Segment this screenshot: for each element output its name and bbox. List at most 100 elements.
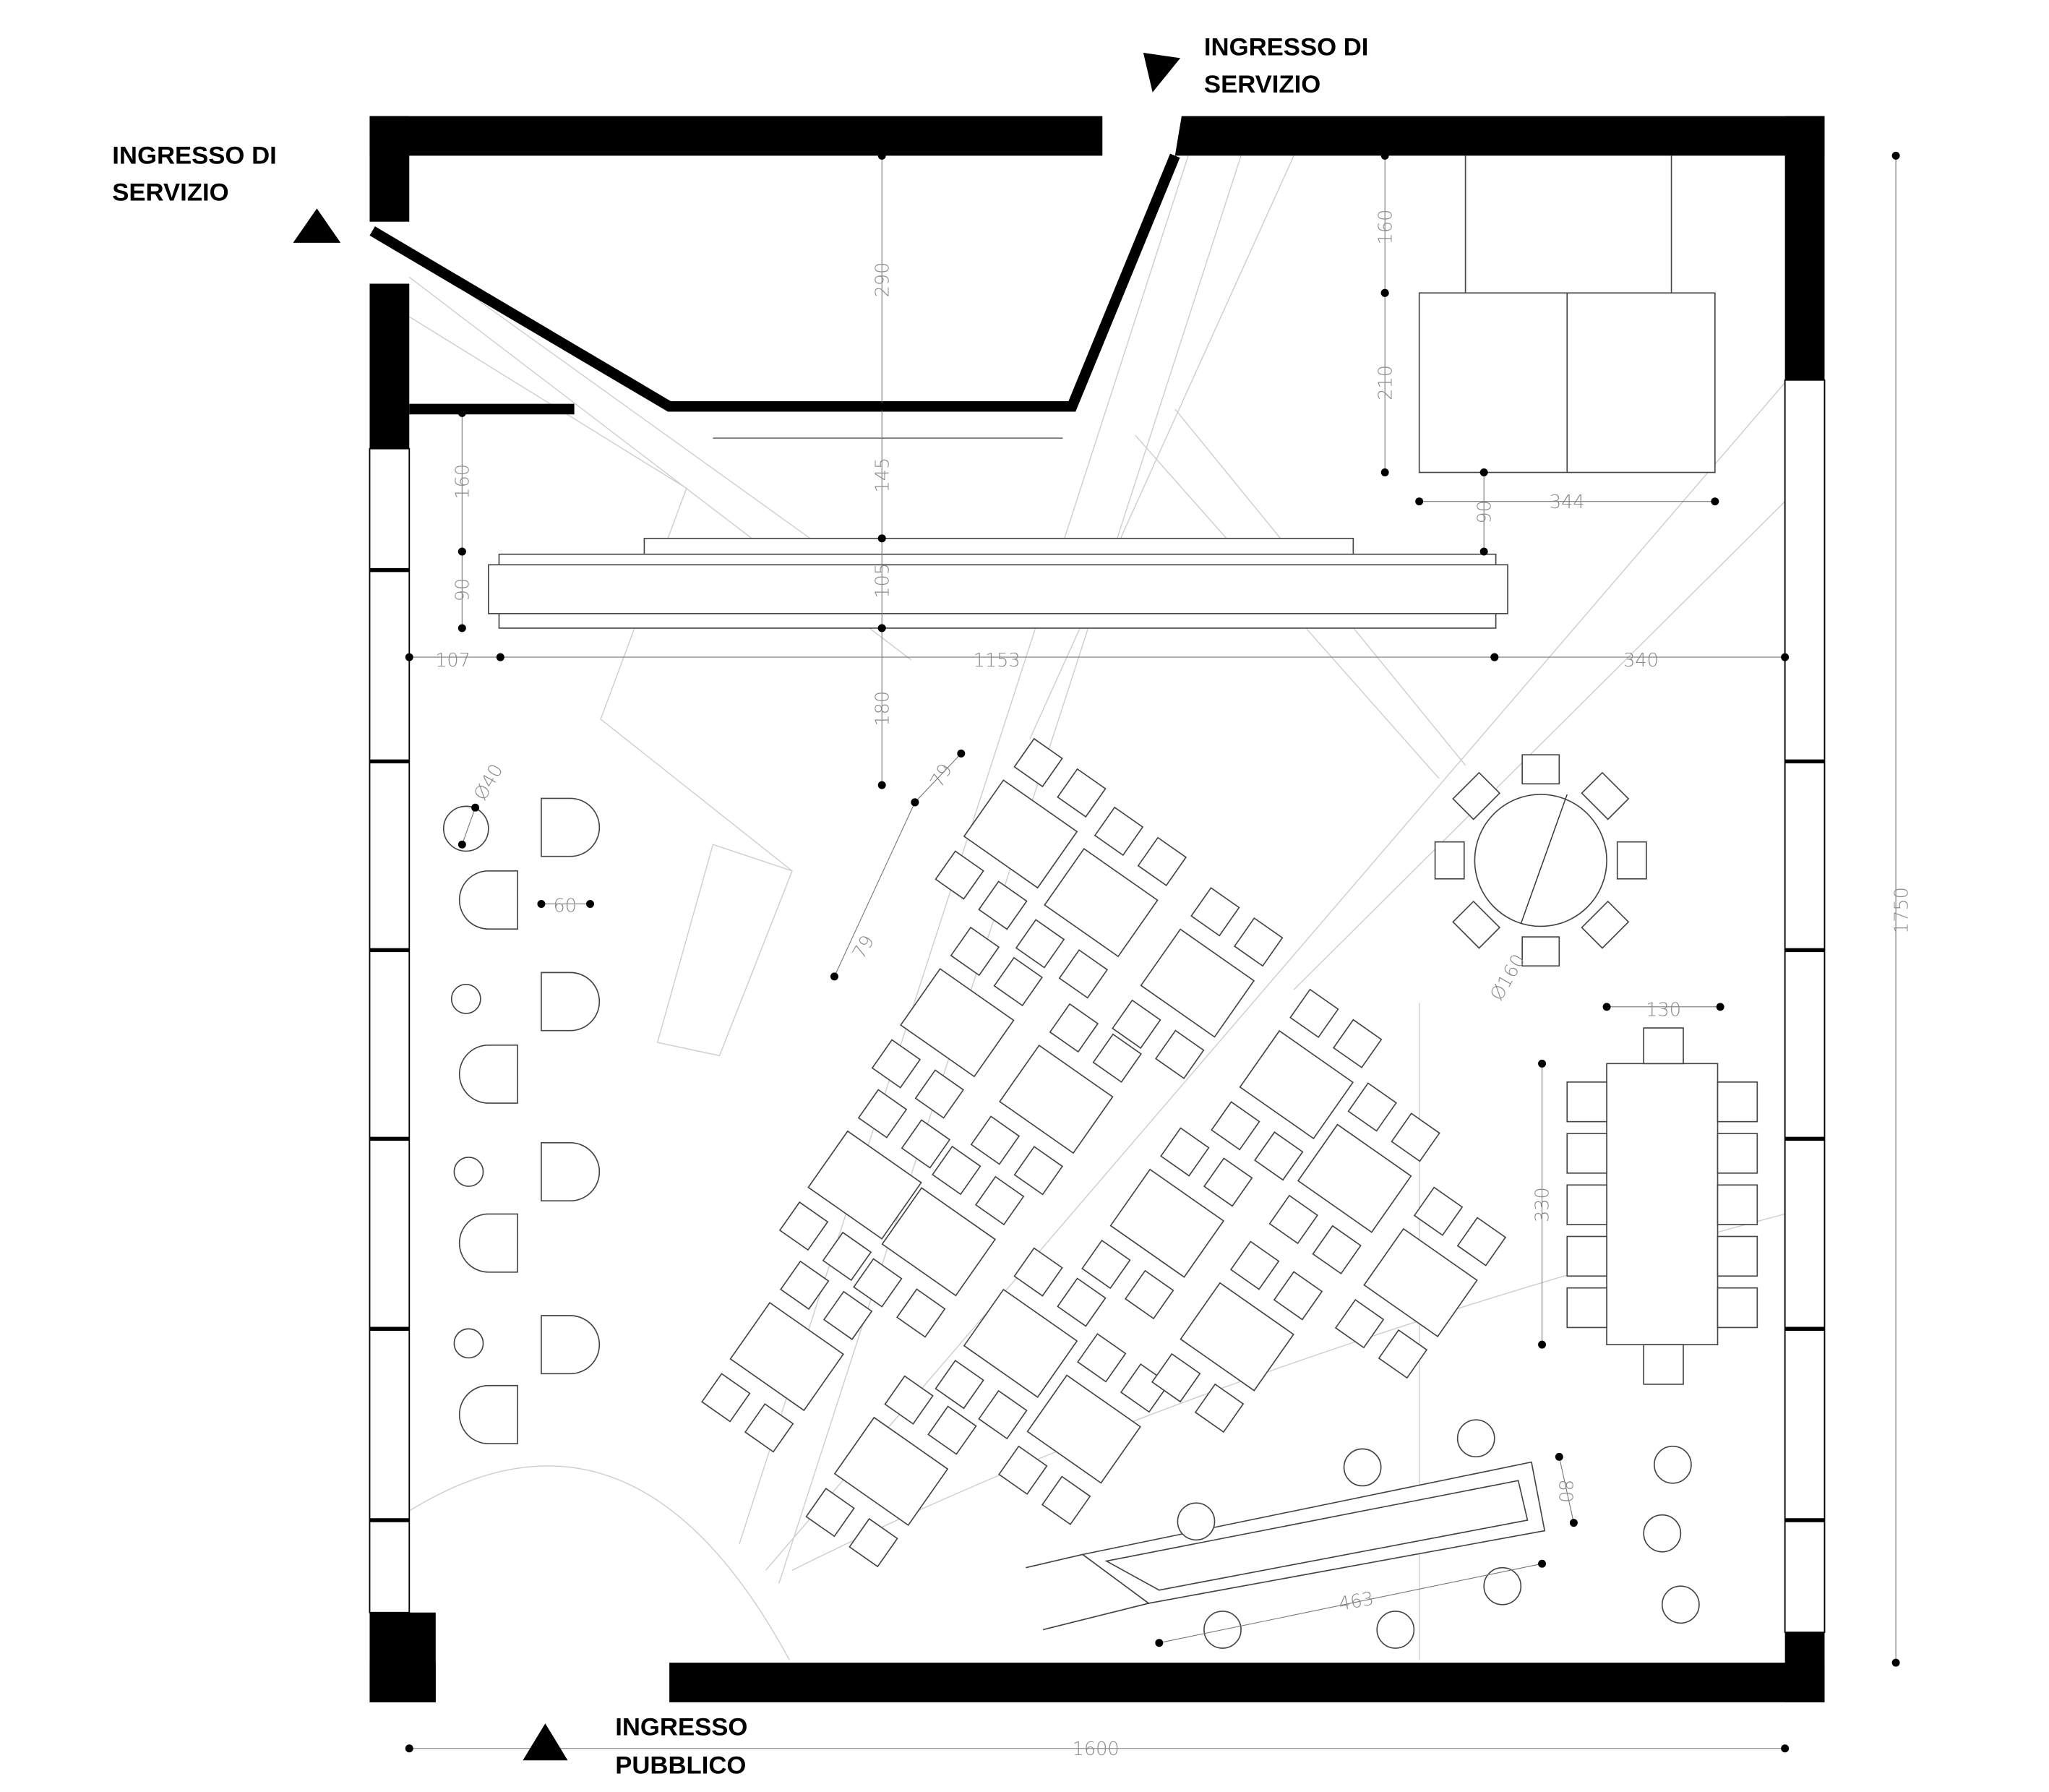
- dim-dot: [496, 653, 504, 661]
- chair-seat: [1521, 936, 1560, 967]
- dim-room-width: 1600: [1073, 1739, 1120, 1760]
- chair: [1112, 999, 1161, 1049]
- dim-dot: [1716, 1003, 1724, 1011]
- table-group: [935, 737, 1107, 930]
- chair: [1013, 1247, 1063, 1297]
- chair: [1081, 1239, 1131, 1290]
- dim-dot: [1415, 497, 1424, 506]
- chair: [1378, 1329, 1428, 1379]
- chair: [978, 880, 1028, 930]
- chair-seat: [1452, 771, 1501, 820]
- dim-dot: [1602, 1003, 1611, 1011]
- stool: [1643, 1514, 1682, 1553]
- chair: [871, 1039, 922, 1089]
- dim-dot: [458, 840, 466, 849]
- chair: [1077, 1333, 1127, 1383]
- chair: [1413, 1186, 1464, 1236]
- label-line: SERVIZIO: [112, 179, 228, 206]
- table-group: [1015, 806, 1187, 999]
- chair: [1347, 1082, 1397, 1132]
- chair: [1332, 1019, 1383, 1068]
- chair: [849, 1517, 898, 1568]
- dim-line: [914, 753, 962, 803]
- dim-stool-chair-width: 60: [554, 895, 577, 917]
- dim-dot: [537, 899, 546, 908]
- table-group: [853, 1145, 1025, 1338]
- table-group: [935, 1247, 1107, 1440]
- chair-seat: [1581, 771, 1630, 820]
- chair: [1643, 1344, 1684, 1385]
- chair: [884, 1375, 934, 1425]
- table: [807, 1130, 922, 1240]
- stool: [1483, 1566, 1522, 1605]
- stool-table: [453, 1157, 484, 1187]
- dimension-labels: 290 160 210 344 90 160 145 105 90 107 11…: [435, 210, 1912, 1760]
- chair: [1254, 1131, 1304, 1181]
- chair: [1194, 1383, 1245, 1433]
- dim-table-spacing-1: 79: [927, 760, 957, 791]
- chair: [1190, 887, 1240, 937]
- dim-dot: [1538, 1340, 1547, 1349]
- chair: [935, 850, 984, 900]
- entrance-arrow-icon: [523, 1723, 568, 1761]
- dim-dot: [1781, 1744, 1790, 1753]
- chair: [1717, 1235, 1758, 1277]
- dim-dot: [911, 798, 919, 807]
- dim-line: [1159, 1563, 1542, 1644]
- long-table: [1606, 1063, 1719, 1345]
- dim-line: [461, 807, 476, 845]
- bar-chair: [458, 1384, 518, 1444]
- table: [1140, 928, 1255, 1038]
- table-group: [701, 1260, 873, 1453]
- dim-dot: [1538, 1059, 1547, 1068]
- dim-dot: [1380, 468, 1389, 476]
- dim-dot: [1479, 468, 1488, 476]
- service-entrance-top: INGRESSO DI SERVIZIO: [1143, 34, 1368, 98]
- chair: [1058, 949, 1109, 999]
- chair: [780, 1260, 830, 1311]
- table: [729, 1301, 844, 1412]
- table-group: [778, 1089, 951, 1282]
- chair: [1566, 1287, 1607, 1329]
- chair: [1203, 1157, 1253, 1207]
- stool-table: [442, 805, 489, 852]
- dim-dot: [1490, 653, 1499, 661]
- chair: [1041, 1475, 1091, 1525]
- chair: [1057, 1277, 1107, 1327]
- perimeter-walls: [369, 116, 1826, 1702]
- dim-storage-top-gap: 160: [1375, 210, 1396, 245]
- bar-chair: [541, 1142, 601, 1202]
- chair: [1717, 1081, 1758, 1123]
- chair: [1092, 1033, 1142, 1084]
- chair: [914, 1069, 965, 1119]
- chair: [932, 1145, 981, 1196]
- dim-dot: [957, 749, 966, 758]
- bar-chair: [541, 972, 601, 1032]
- entrance-arrow-icon: [293, 208, 341, 243]
- table-group: [1151, 1240, 1323, 1433]
- furniture: [442, 737, 1758, 1649]
- chair: [1013, 1146, 1064, 1196]
- table: [833, 1416, 949, 1527]
- bar-chair: [458, 1044, 518, 1104]
- chair: [1566, 1133, 1607, 1174]
- dim-dot: [1479, 547, 1488, 556]
- dim-dot: [877, 151, 886, 160]
- dim-dot: [471, 803, 480, 812]
- chair: [822, 1231, 872, 1282]
- bar-chair: [458, 1213, 518, 1273]
- stool-table: [450, 983, 481, 1014]
- dim-dot: [1891, 151, 1900, 160]
- chair-seat: [1452, 900, 1501, 949]
- chair: [701, 1373, 751, 1423]
- counter-edge: [1026, 1553, 1151, 1631]
- chair: [1015, 919, 1065, 969]
- dim-line: [1558, 1457, 1574, 1523]
- label-line: PUBBLICO: [615, 1752, 746, 1779]
- chair-seat: [1581, 900, 1630, 949]
- stool: [1376, 1611, 1415, 1649]
- stool: [1343, 1448, 1382, 1487]
- dim-dot: [1155, 1639, 1164, 1647]
- chair: [1334, 1298, 1385, 1349]
